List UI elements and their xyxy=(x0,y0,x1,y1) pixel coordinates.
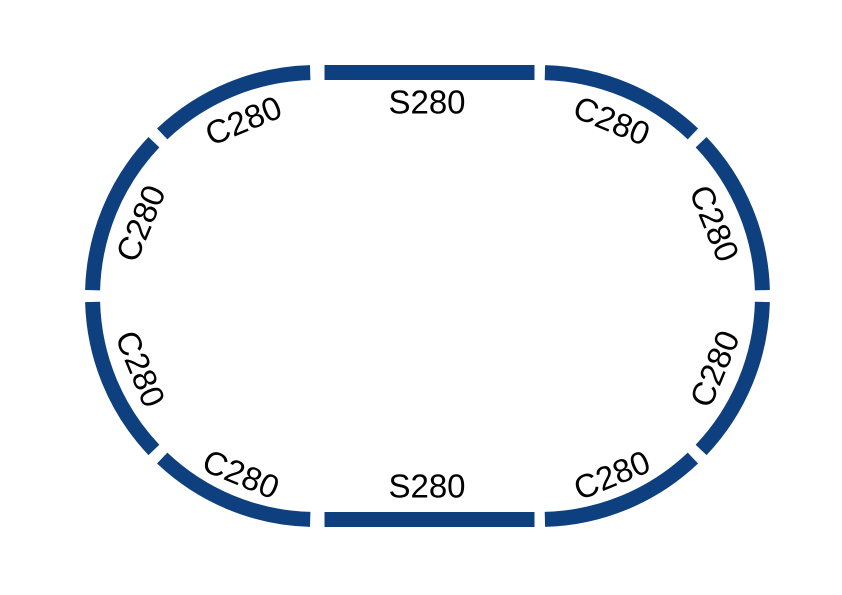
track-segment-curve-lower-right-inner xyxy=(695,301,770,456)
track-segment-curve-lower-left-outer xyxy=(157,452,311,527)
label-straight-bottom: S280 xyxy=(388,468,465,505)
track-segment-curve-upper-left-outer xyxy=(157,65,311,140)
track-segment-curve-upper-right-inner xyxy=(695,137,770,291)
track-segment-curve-upper-right-outer xyxy=(544,65,699,140)
track-segment-curve-lower-right-outer xyxy=(544,452,699,527)
label-straight-top: S280 xyxy=(388,84,465,121)
track-segment-curve-lower-left-inner xyxy=(85,301,160,456)
track-segment-curve-upper-left-inner xyxy=(85,137,160,291)
